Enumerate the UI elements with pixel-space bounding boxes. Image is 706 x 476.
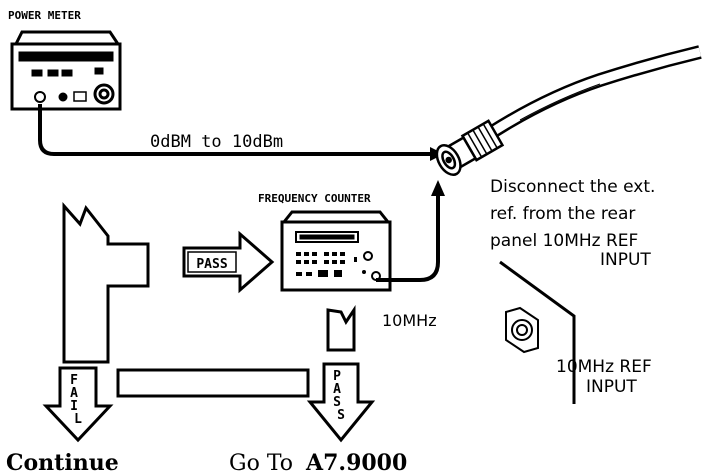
fail-arrow-down: F A I L — [42, 366, 114, 443]
pass-arrow-right: PASS — [182, 230, 275, 294]
ref-freq-label: 10MHz — [382, 311, 437, 330]
flow-branch-shape — [62, 202, 150, 364]
flow-horizontal-bar — [116, 368, 310, 398]
power-meter-icon — [10, 30, 122, 111]
goto-instruction[interactable]: Go To A7.9000 — [229, 450, 407, 476]
instruction-line-1: Disconnect the ext. — [490, 177, 655, 197]
goto-prefix: Go To — [229, 451, 293, 476]
rear-panel-icon — [499, 260, 576, 404]
instruction-line-4: INPUT — [600, 250, 651, 270]
rear-panel-label-line-2: INPUT — [586, 377, 637, 397]
pass-arrow-down-label: P A S S — [333, 369, 349, 423]
instruction-line-3: panel 10MHz REF — [490, 231, 638, 251]
pass-arrow-down: P A S S — [306, 362, 376, 443]
instruction-line-2: ref. from the rear — [490, 204, 635, 224]
frequency-counter-title: FREQUENCY COUNTER — [258, 192, 371, 205]
rear-panel-label-line-1: 10MHz REF — [556, 357, 652, 377]
power-meter-title: POWER METER — [8, 9, 81, 22]
bnc-connector-icon — [435, 45, 702, 176]
power-meter-cable — [38, 104, 440, 156]
power-range-label: 0dBM to 10dBm — [150, 132, 283, 152]
pass-arrow-right-label: PASS — [196, 257, 227, 272]
counter-cable — [376, 186, 440, 282]
instruction-text: Disconnect the ext. ref. from the rear p… — [490, 177, 655, 270]
fail-arrow-label: F A I L — [70, 373, 86, 427]
frequency-counter-icon — [280, 210, 392, 292]
goto-target[interactable]: A7.9000 — [305, 450, 407, 476]
continue-link[interactable]: Continue — [6, 450, 119, 476]
flow-notch-block — [326, 305, 356, 352]
